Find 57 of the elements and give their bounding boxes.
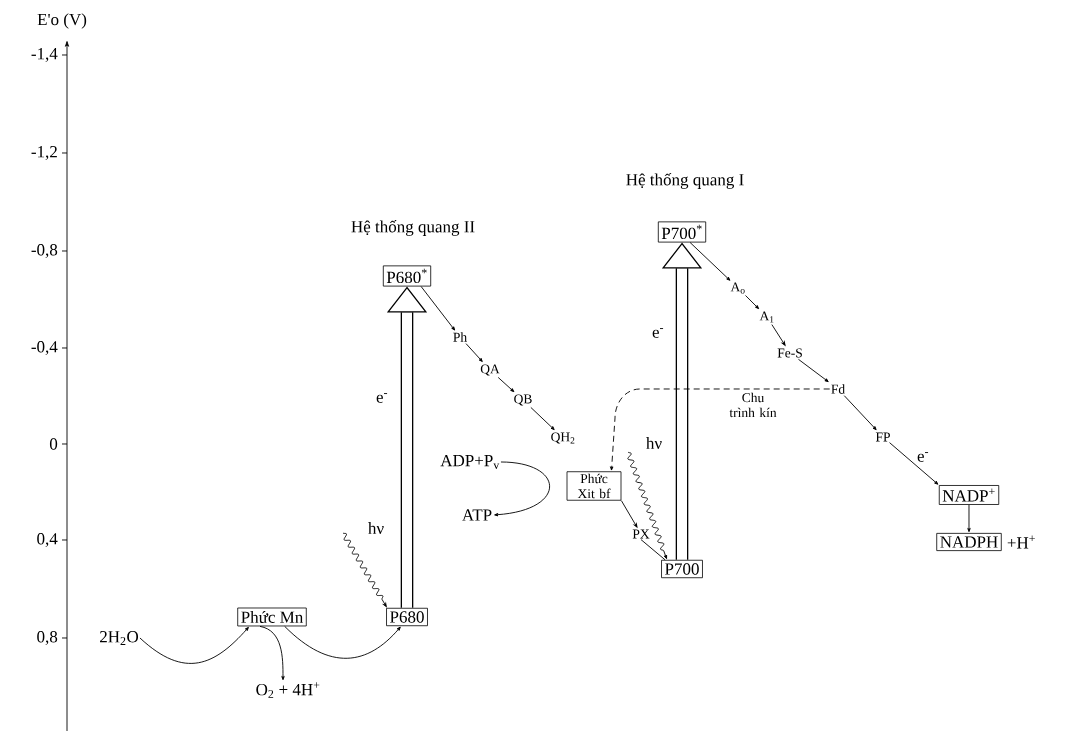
tick-label: -1,4: [31, 48, 58, 62]
edge-label: e$^{-}$: [916, 451, 930, 463]
arrow: [745, 295, 760, 310]
arrow: [889, 442, 939, 485]
tick-label: 0: [49, 438, 58, 450]
edge-label: hν: [644, 436, 664, 450]
carrier-label: QH$_{2}$: [551, 432, 575, 444]
component-box: Phức Mn: [237, 607, 307, 627]
tick-label: -1,2: [31, 146, 57, 160]
arrow: [843, 395, 877, 431]
carrier-label: QB: [514, 394, 532, 406]
edge-label: e$^{-}$: [651, 327, 665, 339]
axis-title: E'o (V): [37, 13, 87, 29]
component-box: P680$^{*}$: [382, 265, 432, 287]
light-arrow: [342, 532, 387, 608]
carrier-label: Fe-S: [777, 348, 802, 358]
compound-label: ADP+P$_{v}$: [440, 455, 500, 469]
arrow: [967, 504, 971, 533]
tick-label: 0,4: [37, 533, 58, 547]
system-heading: Hệ thống quang II: [351, 220, 475, 236]
edge-label: Chu trình kín: [722, 391, 784, 419]
arrow: [284, 625, 401, 659]
carrier-label: A$_{o}$: [730, 282, 745, 294]
tick-label: 0,8: [37, 631, 58, 645]
carrier-label: QA: [480, 364, 500, 376]
arrow: [620, 500, 638, 528]
component-box: P700$^{*}$: [657, 221, 707, 243]
arrow: [139, 626, 249, 664]
component-box: NADPH: [936, 532, 1002, 551]
carrier-label: Fd: [831, 384, 845, 394]
arrow: [259, 625, 285, 681]
dashed-arrow: [610, 388, 831, 471]
side-label: +H$^{+}$: [1007, 535, 1035, 549]
arrow: [465, 343, 483, 362]
carrier-label: Ph: [453, 332, 467, 342]
compound-label: 2H$_{2}$O: [100, 631, 139, 645]
arrow: [771, 324, 786, 346]
edge-label: hν: [366, 521, 386, 535]
compound-label: O$_{2}$ + 4H$^{+}$: [256, 682, 320, 698]
tick-label: -0,8: [31, 244, 58, 258]
edge-label: e$^{-}$: [375, 392, 389, 404]
component-box: Phức Xit bf: [566, 471, 622, 501]
component-box: NADP$^{+}$: [938, 485, 1000, 505]
carrier-label: FP: [875, 432, 890, 442]
component-box: P700: [661, 559, 703, 579]
arrow: [497, 376, 515, 393]
arrow: [420, 286, 456, 331]
compound-label: ATP: [462, 509, 492, 521]
system-heading: Hệ thống quang I: [626, 173, 744, 189]
arrow: [798, 358, 829, 383]
arrow: [494, 461, 551, 517]
carrier-label: PX: [632, 529, 650, 539]
tick-label: -0,4: [31, 341, 58, 355]
carrier-label: A$_{1}$: [759, 311, 774, 323]
arrow: [530, 407, 555, 431]
light-arrow: [627, 451, 668, 560]
component-box: P680: [386, 607, 428, 627]
